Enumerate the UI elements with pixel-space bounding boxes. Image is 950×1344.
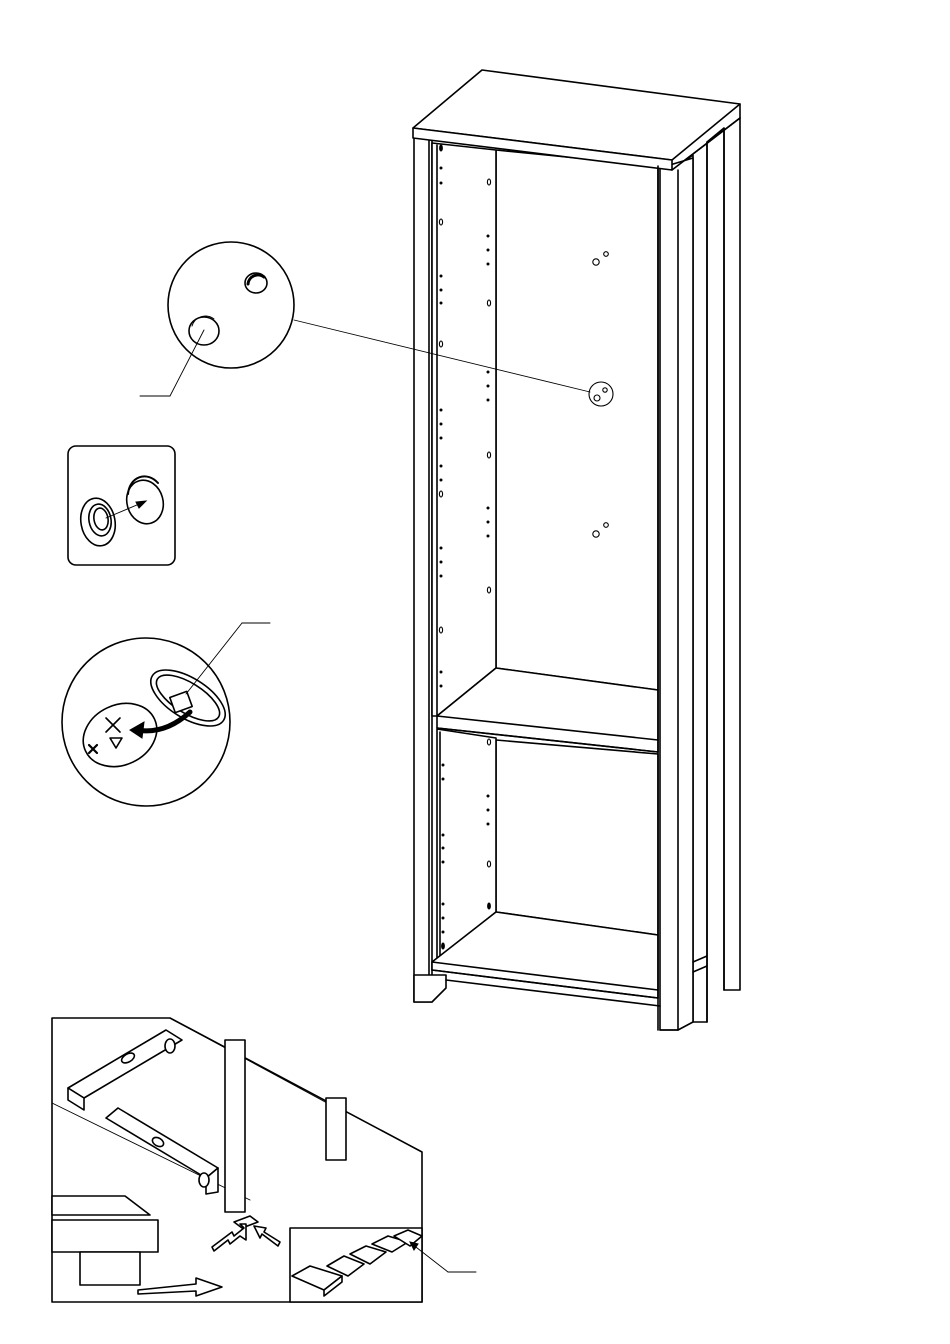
cam-lock-detail [62, 623, 270, 806]
leveling-detail [52, 1018, 476, 1302]
left-foot [414, 975, 446, 1002]
cap-insert-detail [68, 446, 175, 565]
back-panel [496, 150, 658, 690]
post [225, 1040, 245, 1212]
foot-block [80, 1252, 140, 1285]
right-front-stile [660, 158, 693, 1030]
lower-back-panel [496, 740, 658, 935]
cover-cap-magnifier [168, 242, 294, 368]
back-post [326, 1098, 346, 1160]
large-cap [189, 317, 219, 345]
cabinet-illustration [413, 70, 740, 1030]
highlighted-hole-ring [589, 382, 613, 406]
